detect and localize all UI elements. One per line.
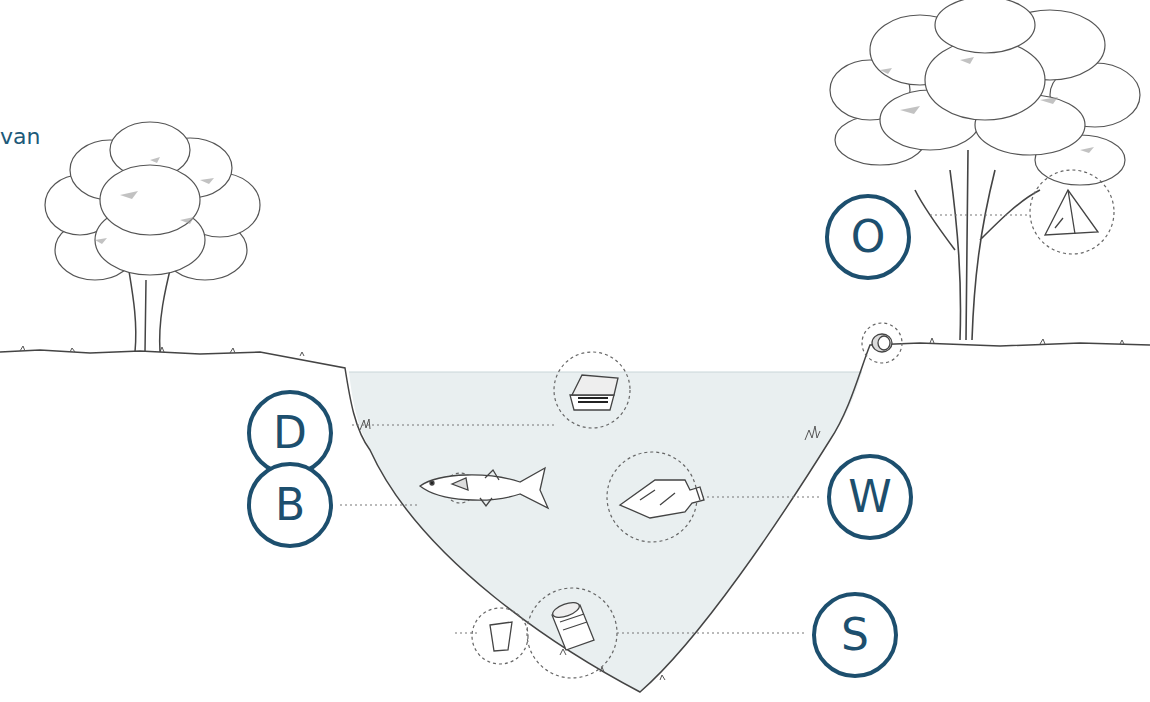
callout-letter: B (246, 461, 334, 549)
ground-profile (0, 343, 1150, 692)
tree-left (45, 122, 260, 352)
tree-right (830, 0, 1140, 340)
litter (420, 190, 1098, 651)
callout-circle: S (811, 591, 899, 679)
water-surface (349, 372, 862, 373)
callout-circle: B (246, 461, 334, 549)
leader-lines (340, 215, 1030, 633)
callout-letter: O (824, 193, 912, 281)
callout-letter: S (811, 591, 899, 679)
callout-circle: O (824, 193, 912, 281)
grass (20, 338, 1124, 680)
detail-circles (445, 170, 1114, 678)
text-label: van (0, 124, 40, 149)
callout-letter: W (826, 453, 914, 541)
callout-circle: W (826, 453, 914, 541)
